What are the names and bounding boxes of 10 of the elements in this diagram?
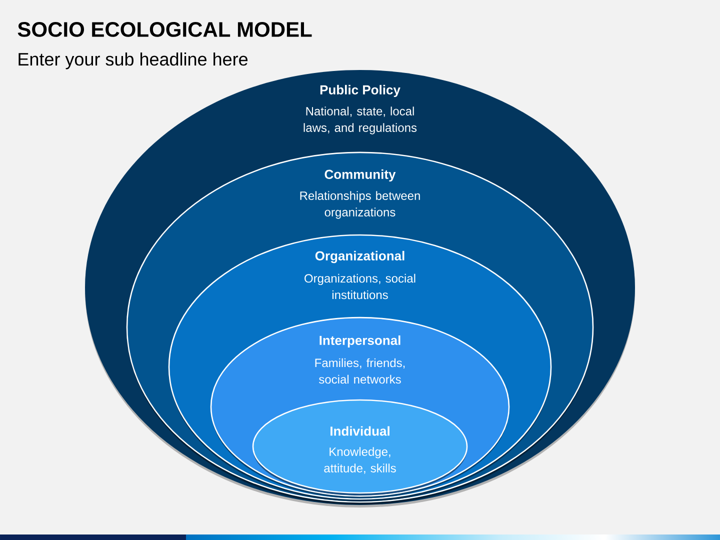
layer-description: Organizations, social institutions [304, 274, 416, 300]
layer-heading: Interpersonal [320, 335, 400, 348]
title: SOCIO ECOLOGICAL MODEL [18, 22, 312, 37]
layer-description: National, state, local laws, and regulations [304, 106, 417, 134]
layer-description: Families, friends, social networks [315, 358, 405, 384]
layer-heading: Organizational [315, 250, 404, 264]
layer-description: Relationships between organizations [300, 191, 420, 219]
layer-heading: Community [324, 169, 396, 182]
subtitle: Enter your sub headline here [18, 52, 248, 70]
layer-heading: Public Policy [320, 84, 400, 98]
